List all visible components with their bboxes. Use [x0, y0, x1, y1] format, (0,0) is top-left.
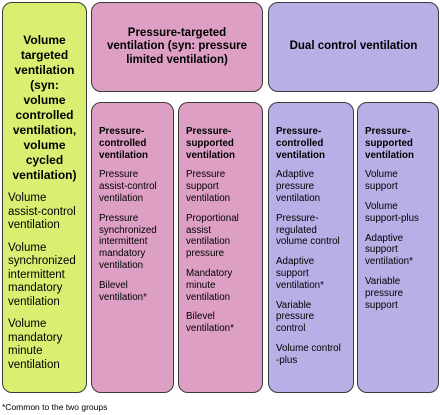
mode-item: Adaptive pressure ventilation — [276, 169, 321, 204]
dual-control-header: Dual control ventilation — [268, 2, 439, 92]
volume-item: Volume assist-control ventilation — [8, 192, 76, 231]
mode-item: Pressure support ventilation — [186, 169, 231, 204]
mode-item: Volume control -plus — [276, 342, 341, 366]
pressure-supported-box: Pressure-supported ventilation Pressure … — [178, 102, 263, 393]
mode-item: Pressure synchronized intermittent manda… — [99, 212, 157, 271]
footnote: *Common to the two groups — [2, 402, 108, 412]
mode-item: Mandatory minute ventilation — [186, 267, 233, 303]
pressure-controlled-title: Pressure-controlled ventilation — [99, 126, 148, 161]
mode-item: Volume support-plus — [365, 200, 419, 224]
pressure-supported-title: Pressure-supported ventilation — [186, 126, 235, 161]
mode-item: Variable pressure control — [276, 299, 315, 335]
volume-targeted-box: Volume targeted ventilation (syn: volume… — [2, 2, 87, 393]
mode-item: Bilevel ventilation* — [186, 311, 234, 335]
pressure-targeted-header: Pressure-targeted ventilation (syn: pres… — [91, 2, 263, 92]
mode-item: Adaptive support ventilation* — [276, 256, 324, 291]
dual-pressure-supported-box: Pressure-supported ventilation Volume su… — [357, 102, 439, 393]
dual-pressure-supported-title: Pressure-supported ventilation — [365, 126, 414, 161]
pressure-controlled-box: Pressure-controlled ventilation Pressure… — [91, 102, 174, 393]
mode-item: Proportional assist ventilation pressure — [186, 212, 239, 260]
mode-item: Pressure assist-control ventilation — [99, 169, 157, 204]
mode-item: Volume support — [365, 169, 398, 193]
mode-item: Bilevel ventilation* — [99, 279, 147, 303]
volume-targeted-title: Volume targeted ventilation (syn: volume… — [12, 33, 77, 182]
dual-pressure-controlled-title: Pressure-controlled ventilation — [276, 126, 325, 161]
dual-pressure-controlled-box: Pressure-controlled ventilation Adaptive… — [268, 102, 354, 393]
volume-item: Volume mandatory minute ventilation — [8, 318, 63, 371]
pressure-targeted-title: Pressure-targeted ventilation (syn: pres… — [107, 26, 247, 66]
volume-item: Volume synchronized intermittent mandato… — [8, 241, 76, 308]
mode-item: Pressure-regulated volume control — [276, 212, 340, 248]
mode-item: Adaptive support ventilation* — [365, 232, 413, 268]
mode-item: Variable pressure support — [365, 275, 404, 311]
dual-control-title: Dual control ventilation — [289, 40, 418, 53]
